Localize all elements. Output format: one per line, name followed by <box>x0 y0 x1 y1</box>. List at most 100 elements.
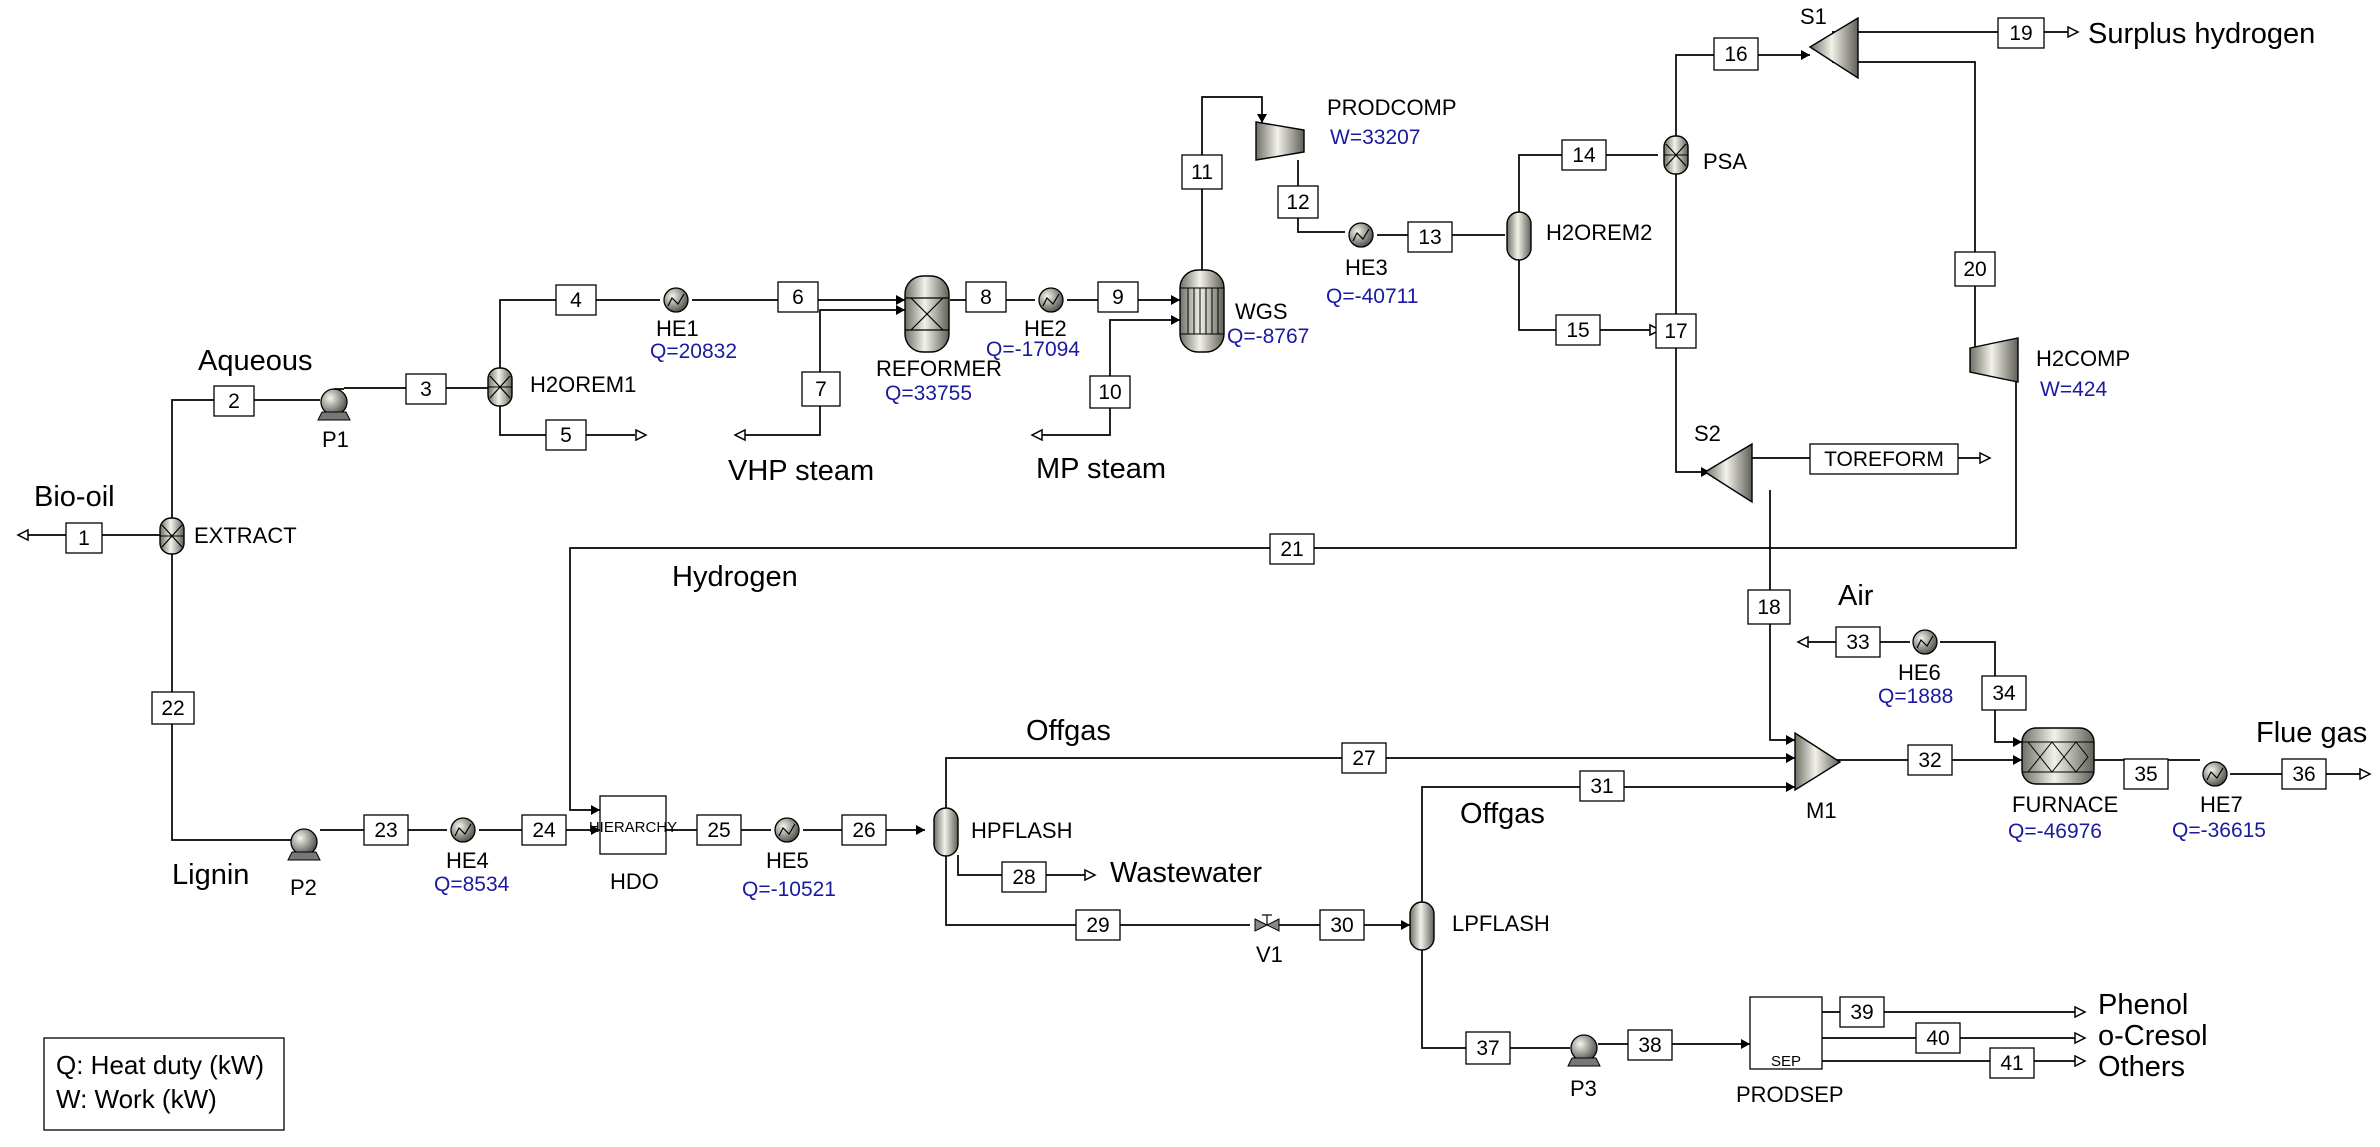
s1-label: S1 <box>1800 4 1827 29</box>
stream-25-label: 25 <box>707 819 730 842</box>
he1-label: HE1 <box>656 316 699 341</box>
flue-gas-label: Flue gas <box>2256 717 2367 749</box>
stream-12-label: 12 <box>1286 191 1309 214</box>
wgs-unit[interactable] <box>1179 269 1225 353</box>
stream-1: 1 <box>65 522 103 554</box>
p2-label: P2 <box>290 875 317 900</box>
stream-9-label: 9 <box>1112 286 1124 309</box>
stream-16-label: 16 <box>1724 43 1747 66</box>
s2-label: S2 <box>1694 421 1721 446</box>
stream-2-label: 2 <box>228 390 240 413</box>
he3-label: HE3 <box>1345 255 1388 280</box>
sep-inner-label: SEP <box>1771 1053 1801 1070</box>
furnace-label: FURNACE <box>2012 792 2118 817</box>
stream-21: 21 <box>1269 533 1315 565</box>
hdo-inner-label: HIERARCHY <box>589 819 677 836</box>
stream-28: 28 <box>1001 861 1047 893</box>
stream-35-label: 35 <box>2134 763 2157 786</box>
stream-20-label: 20 <box>1963 258 1986 281</box>
stream-23: 23 <box>363 814 409 846</box>
p3-pump[interactable] <box>1567 1034 1601 1067</box>
stream-18: 18 <box>1747 589 1791 625</box>
furnace-unit[interactable] <box>2021 727 2095 785</box>
stream-9: 9 <box>1097 281 1139 313</box>
hpflash-label: HPFLASH <box>971 818 1072 843</box>
he6-heater[interactable] <box>1912 629 1938 655</box>
stream-29: 29 <box>1075 909 1121 941</box>
hdo-block[interactable]: HIERARCHY <box>589 795 677 855</box>
stream-17-label: 17 <box>1664 320 1687 343</box>
v1-label: V1 <box>1256 942 1283 967</box>
stream-25: 25 <box>696 814 742 846</box>
stream-8: 8 <box>965 281 1007 313</box>
he1-duty: Q=20832 <box>650 340 737 363</box>
stream-39-label: 39 <box>1850 1001 1873 1024</box>
psa-label: PSA <box>1703 149 1747 174</box>
h2orem2-label: H2OREM2 <box>1546 220 1652 245</box>
legend: Q: Heat duty (kW) W: Work (kW) <box>43 1037 285 1131</box>
he7-duty: Q=-36615 <box>2172 819 2266 842</box>
stream-1-label: 1 <box>78 527 90 550</box>
stream-31: 31 <box>1579 770 1625 802</box>
he4-heater[interactable] <box>450 817 476 843</box>
stream-14-label: 14 <box>1572 144 1596 167</box>
m1-mixer[interactable] <box>1794 731 1842 792</box>
m1-label: M1 <box>1806 798 1837 823</box>
hpflash-unit[interactable] <box>933 807 959 857</box>
stream-32: 32 <box>1907 744 1953 776</box>
offgas-hp-label: Offgas <box>1026 715 1111 747</box>
he2-heater[interactable] <box>1038 287 1064 313</box>
o-cresol-label: o-Cresol <box>2098 1020 2208 1052</box>
v1-valve[interactable] <box>1254 914 1280 932</box>
prodcomp-compressor[interactable] <box>1255 121 1305 161</box>
stream-8-label: 8 <box>980 286 992 309</box>
s1-splitter[interactable] <box>1808 16 1859 80</box>
stream-15: 15 <box>1555 314 1601 346</box>
stream-12: 12 <box>1277 185 1319 219</box>
p1-pump[interactable] <box>317 388 351 421</box>
lpflash-unit[interactable] <box>1409 901 1435 951</box>
he4-duty: Q=8534 <box>434 873 510 896</box>
stream-39: 39 <box>1839 996 1885 1028</box>
stream-31-label: 31 <box>1590 775 1613 798</box>
wastewater-label: Wastewater <box>1110 857 1262 889</box>
reformer-unit[interactable] <box>904 275 950 353</box>
stream-20: 20 <box>1954 251 1996 287</box>
h2comp-label: H2COMP <box>2036 346 2130 371</box>
stream-33: 33 <box>1835 626 1881 658</box>
legend-heat-duty: Q: Heat duty (kW) <box>56 1050 264 1080</box>
he5-heater[interactable] <box>774 817 800 843</box>
s2-splitter[interactable] <box>1703 442 1753 504</box>
prodsep-block[interactable]: SEP <box>1749 996 1823 1070</box>
stream-boxes[interactable]: 1 2 3 4 5 6 7 8 9 10 11 12 13 14 15 16 1… <box>65 17 2327 1079</box>
he3-heater[interactable] <box>1348 222 1374 248</box>
p2-pump[interactable] <box>287 828 321 861</box>
hydrogen-label: Hydrogen <box>672 561 798 593</box>
h2comp-compressor[interactable] <box>1969 337 2019 383</box>
stream-5: 5 <box>545 419 587 451</box>
lpflash-label: LPFLASH <box>1452 911 1550 936</box>
stream-32-label: 32 <box>1918 749 1941 772</box>
stream-6: 6 <box>777 281 819 313</box>
stream-34-label: 34 <box>1992 682 2016 705</box>
h2orem2-unit[interactable] <box>1506 211 1532 261</box>
psa-unit[interactable] <box>1663 135 1689 175</box>
reformer-label: REFORMER <box>876 356 1002 381</box>
he7-heater[interactable] <box>2202 761 2228 787</box>
he1-heater[interactable] <box>663 287 689 313</box>
h2orem1-unit[interactable] <box>487 367 513 407</box>
extract-unit[interactable] <box>159 517 185 555</box>
surplus-hydrogen-label: Surplus hydrogen <box>2088 18 2315 50</box>
stream-2: 2 <box>213 385 255 417</box>
stream-11-label: 11 <box>1191 161 1213 184</box>
stream-16: 16 <box>1713 37 1759 71</box>
stream-18-label: 18 <box>1757 596 1780 619</box>
arrowheads <box>591 50 2022 1049</box>
stream-descriptors: Bio-oil Aqueous Lignin VHP steam MP stea… <box>34 18 2367 1083</box>
stream-14: 14 <box>1561 139 1607 171</box>
toreform-stream[interactable]: TOREFORM <box>1809 443 1959 475</box>
stream-21-label: 21 <box>1280 538 1303 561</box>
h2orem1-label: H2OREM1 <box>530 372 636 397</box>
legend-work: W: Work (kW) <box>56 1084 217 1114</box>
